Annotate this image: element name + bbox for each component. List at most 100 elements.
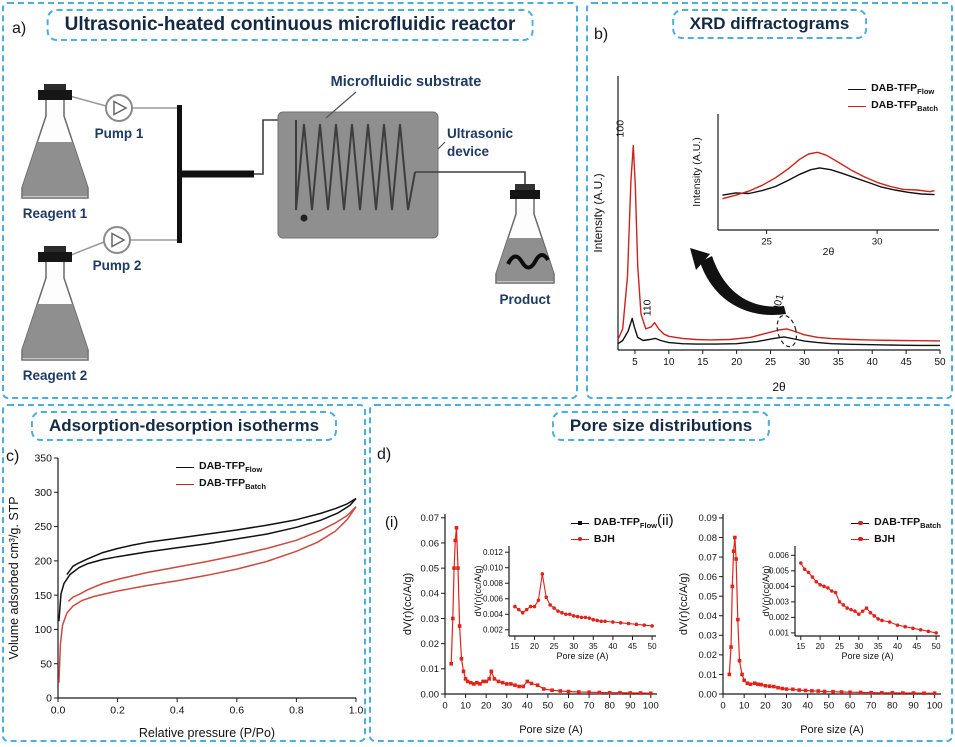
svg-text:Pore size (A): Pore size (A) [519,724,583,736]
svg-text:dV(r)(cc/A/g): dV(r)(cc/A/g) [402,573,414,635]
svg-text:0.03: 0.03 [699,631,718,642]
flow-marker-line-swatch [570,520,589,525]
svg-text:dV(r)(cc/A/g): dV(r)(cc/A/g) [473,565,483,616]
pore-flow-legend: DAB-TFPFlow BJH [570,516,657,546]
svg-text:25: 25 [765,357,777,368]
svg-text:15: 15 [697,357,709,368]
svg-text:Volume adsorbed cm³/g. STP: Volume adsorbed cm³/g. STP [7,496,21,659]
flow-legend-label: DAB-TFPFlow [593,516,657,531]
bjh-legend-label: BJH [593,533,615,546]
reagent1-label: Reagent 1 [23,206,88,221]
line-reagent1-pump1 [65,94,107,107]
svg-text:70: 70 [584,701,595,712]
svg-text:20: 20 [481,701,492,712]
transducer-dot [300,214,308,222]
svg-text:Intensity (A.U.): Intensity (A.U.) [692,137,703,206]
svg-text:0.002: 0.002 [483,626,504,635]
svg-text:0.005: 0.005 [769,567,790,576]
svg-text:50: 50 [932,642,941,651]
panel-a-title: Ultrasonic-heated continuous microfluidi… [46,9,534,41]
svg-text:Pore size (A): Pore size (A) [556,651,608,661]
svg-text:25: 25 [761,237,772,248]
svg-text:0.004: 0.004 [483,610,504,619]
svg-text:250: 250 [34,521,52,533]
svg-text:40: 40 [867,357,879,368]
flask-cap-top [515,184,535,191]
batch-legend-label: DAB-TFPBatch [199,477,266,492]
flow-line-swatch [848,88,867,90]
svg-text:100: 100 [34,624,52,636]
svg-text:50: 50 [934,357,946,368]
svg-text:45: 45 [628,642,637,651]
pore-batch-legend: DAB-TFPBatch BJH [851,516,941,545]
subpanel-i-tag: (i) [385,514,399,531]
svg-text:0.012: 0.012 [483,548,504,557]
svg-text:10: 10 [460,701,471,712]
panel-d-tag: d) [377,446,392,463]
svg-text:0.07: 0.07 [421,513,440,524]
svg-text:0.07: 0.07 [699,552,718,563]
svg-text:110: 110 [642,299,654,316]
svg-text:150: 150 [34,590,52,602]
flow-line-swatch [176,466,194,468]
svg-text:50: 50 [648,642,657,651]
svg-text:0.01: 0.01 [699,670,718,681]
zoom-arrow [690,248,786,315]
svg-text:100: 100 [643,701,659,712]
batch-marker-line-swatch [851,520,870,526]
flask-cap [510,190,540,199]
panel-isotherms: c) Adsorption-desorption isotherms DAB-T… [2,404,366,742]
panel-c-title: Adsorption-desorption isotherms [30,411,338,441]
svg-text:0.001: 0.001 [769,629,790,638]
svg-text:0.04: 0.04 [421,589,440,600]
svg-text:2θ: 2θ [772,380,786,394]
svg-text:0.09: 0.09 [699,513,718,524]
svg-text:30: 30 [854,642,863,651]
flask-liquid [22,142,88,197]
flow-legend-label: DAB-TFPFlow [871,82,935,97]
flask-cap-top [44,84,66,92]
svg-text:0.6: 0.6 [229,705,244,717]
batch-legend-label: DAB-TFPBatch [874,516,941,531]
flask-cap-top [44,246,66,254]
ultrasonic-label-line1: Ultrasonic [447,126,514,141]
svg-text:10: 10 [663,357,675,368]
svg-text:0.06: 0.06 [699,572,718,583]
panel-reactor: a) Ultrasonic-heated continuous microflu… [2,2,578,399]
flow-legend-label: DAB-TFPFlow [199,460,263,475]
svg-text:0.003: 0.003 [769,598,790,607]
svg-text:dV(r)(cc/A/g): dV(r)(cc/A/g) [678,573,690,635]
svg-text:20: 20 [530,642,539,651]
svg-text:45: 45 [901,357,913,368]
flask-cap [38,252,72,262]
product-label: Product [499,292,551,307]
panel-b-tag: b) [594,26,609,43]
batch-line-swatch [176,483,194,485]
svg-text:60: 60 [845,701,856,712]
reagent1-flask [21,84,89,199]
ultrasonic-label-line2: device [447,144,490,159]
substrate-label: Microfluidic substrate [331,74,482,90]
isotherm-legend: DAB-TFPFlow DAB-TFPBatch [176,460,266,491]
svg-text:40: 40 [802,701,813,712]
svg-text:0.00: 0.00 [421,689,440,700]
svg-text:40: 40 [522,701,533,712]
svg-text:0.00: 0.00 [699,689,718,700]
pump1-icon [105,94,133,122]
reagent2-label: Reagent 2 [23,368,88,383]
flask-cap [38,90,72,100]
flask-liquid [496,238,554,282]
svg-text:50: 50 [543,701,554,712]
pump2-label: Pump 2 [93,258,142,273]
svg-text:0: 0 [442,701,447,712]
svg-text:0.004: 0.004 [769,582,790,591]
svg-text:0: 0 [720,701,725,712]
svg-text:Intensity (A.U.): Intensity (A.U.) [594,173,605,252]
svg-text:10: 10 [739,701,750,712]
